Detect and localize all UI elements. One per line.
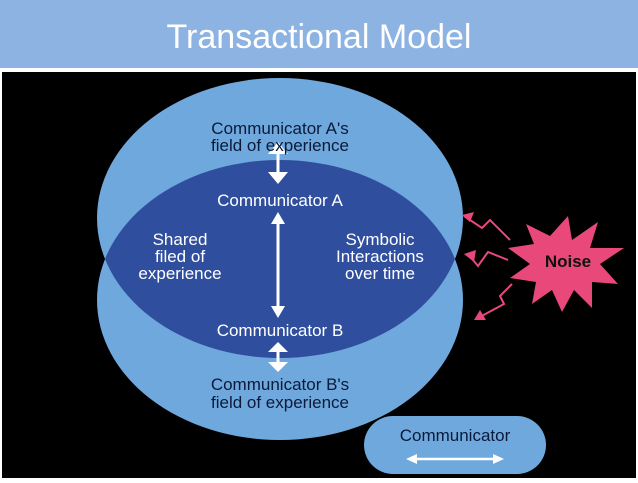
shared-field-overlap [97,160,463,358]
noise-starburst: Noise [508,216,624,312]
symbolic-label-line2: Interactions [336,247,424,266]
a-field-label-line1: Communicator A's [211,119,348,138]
symbolic-label-line3: over time [345,264,415,283]
shared-label-line2: filed of [155,247,205,266]
arrow-b-field [268,342,288,372]
arrow-a-to-b [271,212,285,318]
slide-title: Transactional Model [166,18,472,56]
communicator-b-label: Communicator B [217,321,344,340]
transactional-model-diagram: Communicator A's field of experience Com… [97,78,624,474]
noise-arrowheads [462,212,486,320]
legend-label: Communicator [400,426,511,445]
diagram-panel: Communicator A's field of experience Com… [2,72,636,478]
b-field-label-line2: field of experience [211,393,349,412]
a-field-label-line2: field of experience [211,136,349,155]
symbolic-label-line1: Symbolic [346,230,415,249]
noise-arrows [463,215,513,319]
shared-label-line3: experience [138,264,221,283]
communicator-legend: Communicator [364,416,546,474]
shared-label-line1: Shared [153,230,208,249]
communicator-a-label: Communicator A [217,191,343,210]
b-field-label-line1: Communicator B's [211,375,349,394]
noise-label: Noise [545,252,591,271]
arrow-a-field [268,142,288,184]
title-bar: Transactional Model [0,0,638,68]
